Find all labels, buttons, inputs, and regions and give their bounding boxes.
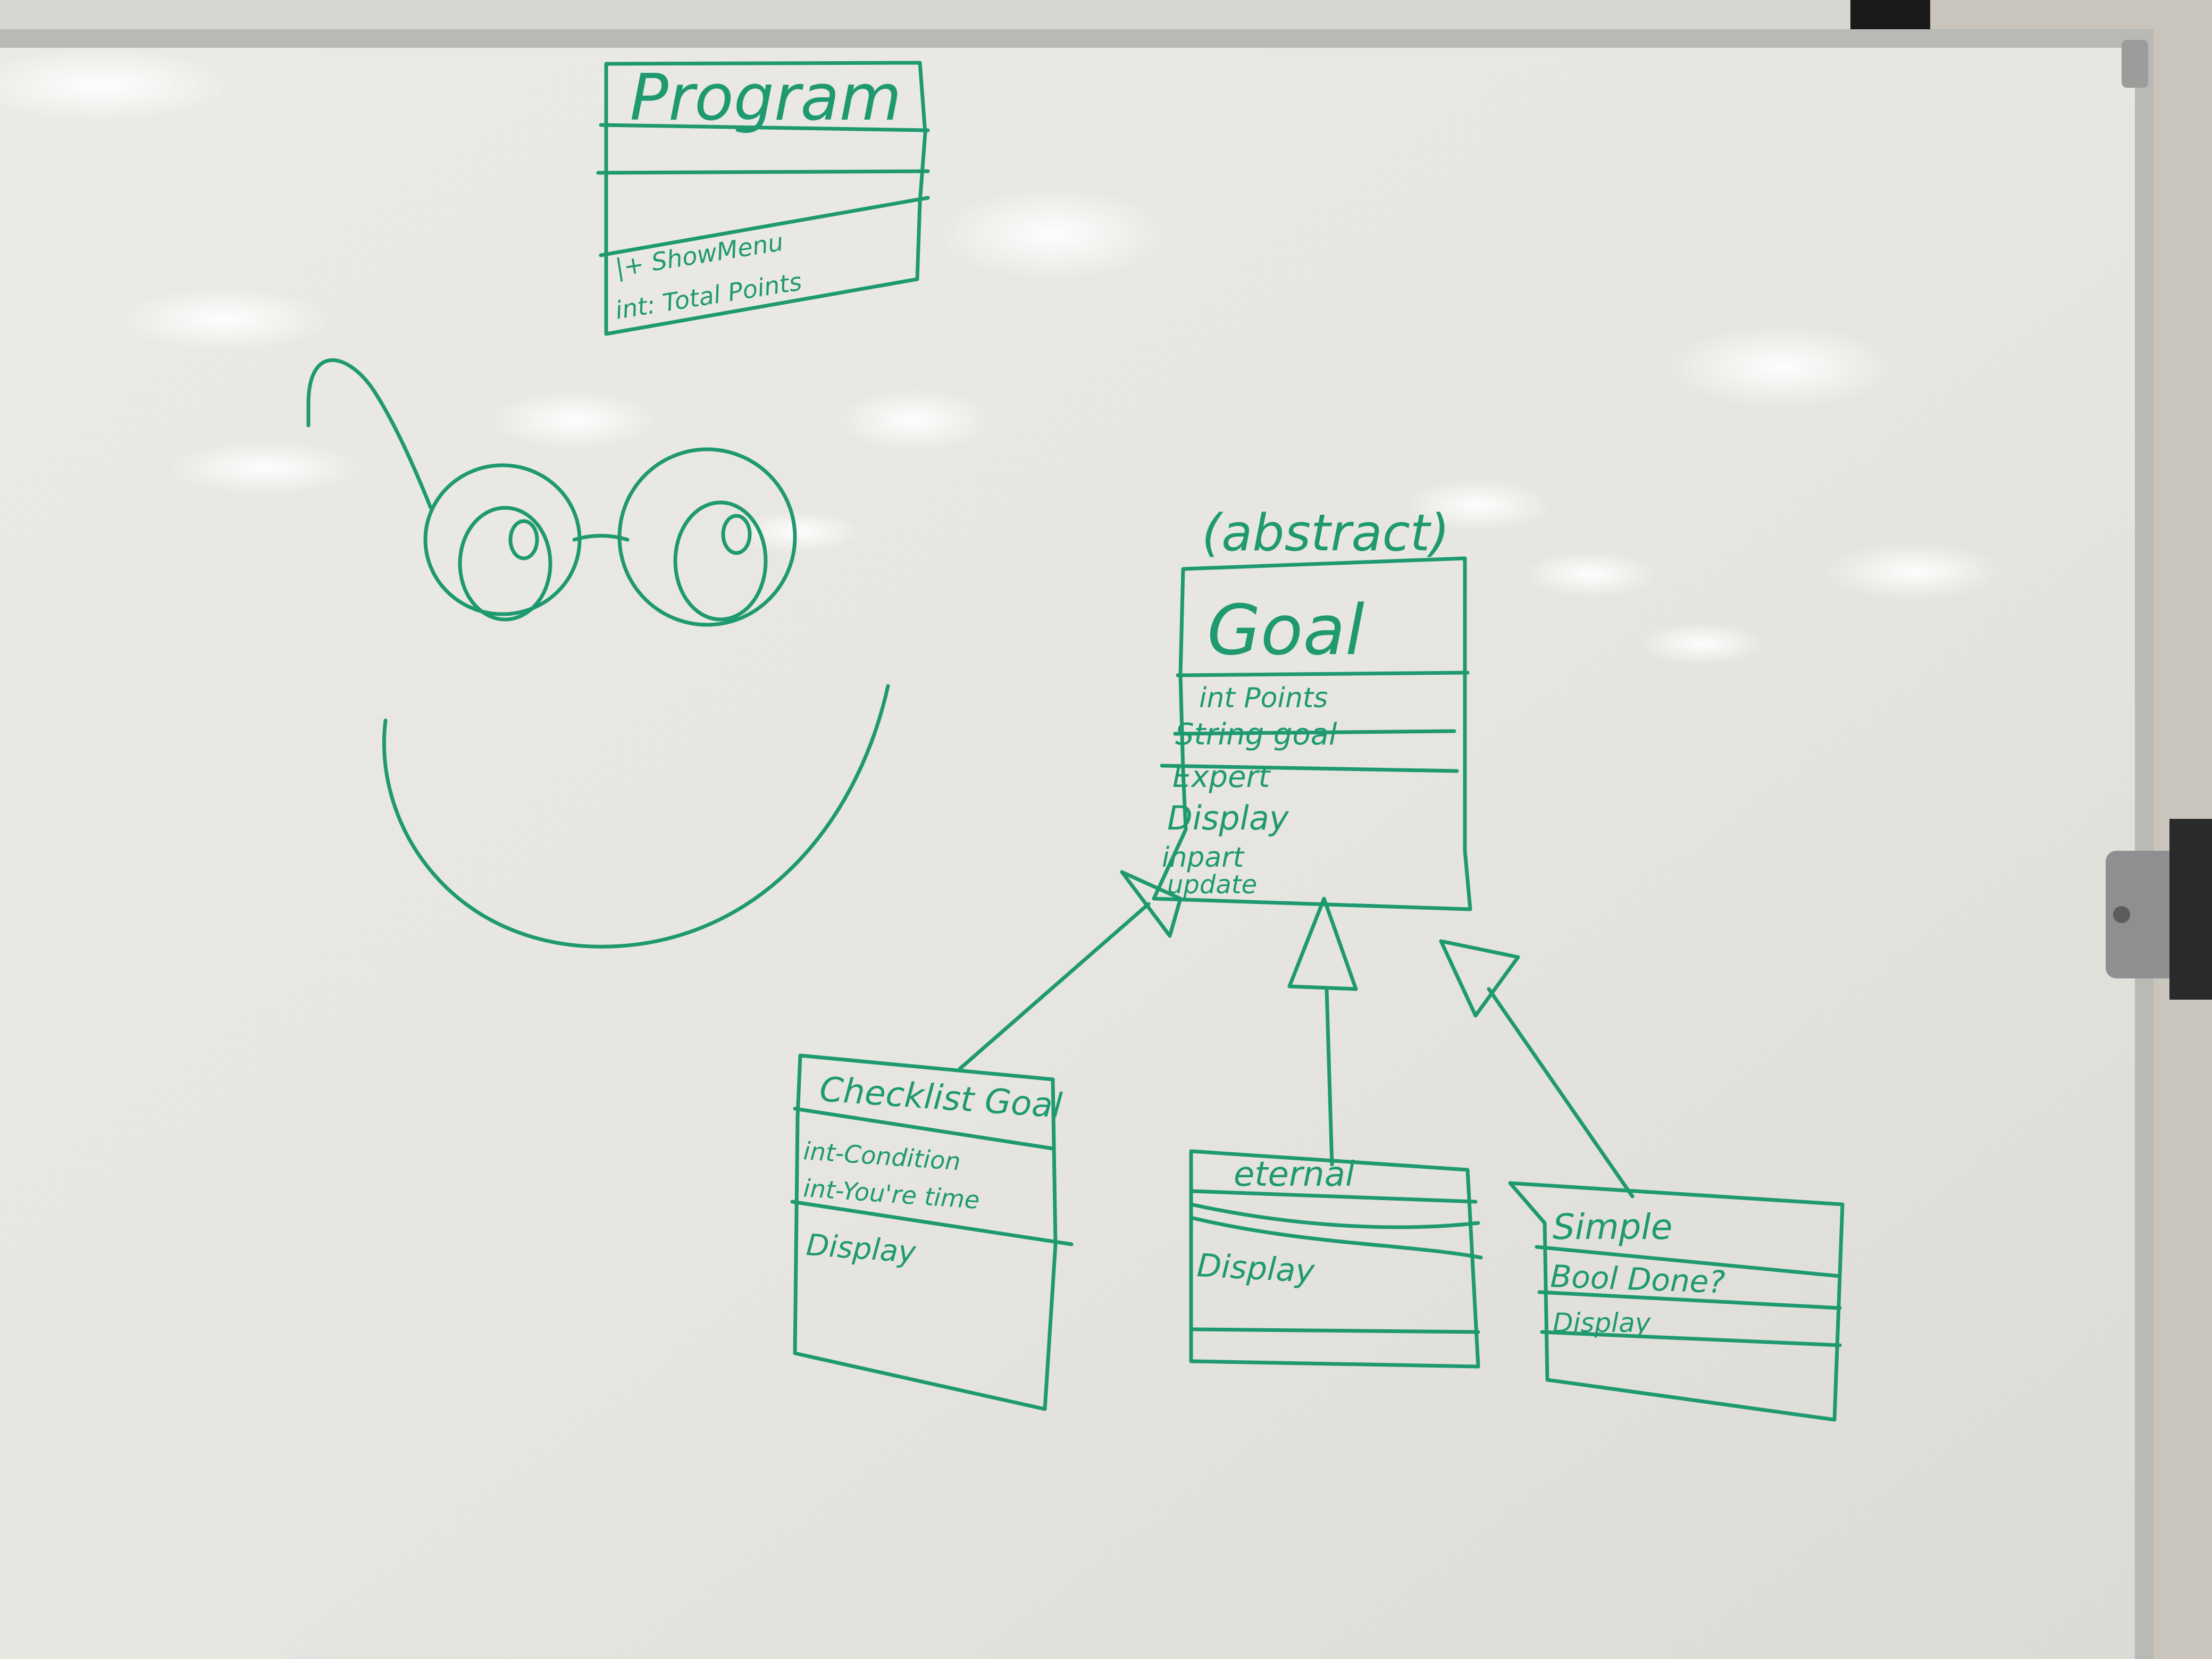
goal-attribute-2: String goal (1175, 717, 1337, 752)
smiley-with-glasses-icon (306, 358, 890, 949)
inheritance-arrows (958, 870, 1635, 1199)
board-clamp (2106, 819, 2212, 1000)
simple-title: Simple (1553, 1206, 1672, 1247)
program-class-box: Program |+ ShowMenu int: Total Points (596, 61, 930, 336)
arrow-line-checklist (958, 902, 1151, 1071)
light-glare (0, 48, 2005, 665)
checklist-method-1: Display (805, 1228, 917, 1270)
goal-title: Goal (1207, 590, 1364, 671)
simple-attribute-1: Bool Done? (1550, 1258, 1726, 1300)
goal-abstract-class-box: (abstract) Goal int Points String goal E… (1152, 504, 1472, 911)
goal-method-2: Display (1167, 799, 1289, 837)
eternal-title: eternal (1234, 1155, 1355, 1194)
goal-method-4: update (1167, 870, 1257, 900)
program-title: Program (630, 61, 901, 135)
board-surface (0, 48, 2135, 1659)
arrowhead-simple (1439, 939, 1520, 1018)
goal-method-1: Expert (1172, 760, 1271, 794)
goal-method-3: inpart (1162, 842, 1245, 874)
frame-corner-cap (2122, 40, 2148, 88)
arrowhead-eternal (1287, 896, 1358, 991)
eternal-method-1: Display (1196, 1247, 1316, 1291)
arrow-line-simple (1487, 987, 1635, 1199)
simple-goal-class-box: Simple Bool Done? Display (1508, 1181, 1845, 1422)
simple-method-1: Display (1553, 1308, 1652, 1338)
goal-attribute-1: int Points (1199, 682, 1328, 714)
goal-stereotype: (abstract) (1202, 504, 1449, 563)
eternal-goal-class-box: eternal Display (1189, 1149, 1483, 1369)
arrow-line-eternal (1325, 987, 1334, 1167)
